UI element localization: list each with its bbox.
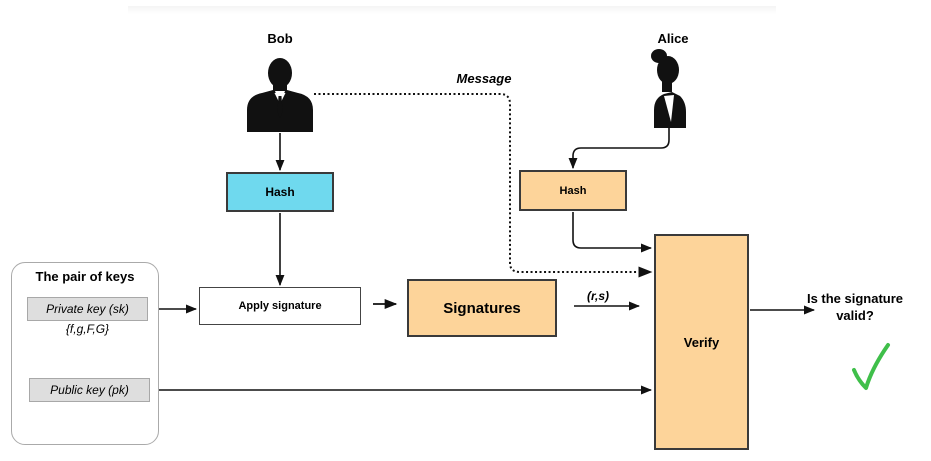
signature-pair-label: (r,s) <box>586 289 609 303</box>
message-dotted-path <box>314 93 653 278</box>
private-key-label: Private key (sk) <box>46 302 129 316</box>
alice-hash-box: Hash <box>519 170 627 211</box>
top-divider-bar <box>128 6 776 14</box>
woman-silhouette-icon <box>651 49 686 128</box>
verify-box: Verify <box>654 234 749 450</box>
businessman-silhouette-icon <box>247 58 313 132</box>
public-key-label: Public key (pk) <box>50 383 129 397</box>
key-pair-title: The pair of keys <box>35 269 135 284</box>
alice-label: Alice <box>657 31 689 46</box>
key-pair-panel <box>11 262 159 445</box>
public-key-box: Public key (pk) <box>29 378 150 402</box>
bob-label: Bob <box>267 31 293 46</box>
bob-hash-label: Hash <box>265 185 295 199</box>
validity-question: Is the signature valid? <box>806 291 904 323</box>
private-key-params: {f,g,F,G} <box>65 322 110 336</box>
verify-label: Verify <box>683 334 720 350</box>
alice-hash-label: Hash <box>559 184 587 197</box>
signatures-box: Signatures <box>407 279 557 337</box>
private-key-box: Private key (sk) <box>27 297 148 321</box>
apply-signature-label: Apply signature <box>238 300 322 312</box>
arrow-alice-to-hash <box>568 128 670 170</box>
arrow-hash-to-verify <box>572 212 653 253</box>
apply-signature-box: Apply signature <box>199 287 361 325</box>
message-label: Message <box>456 71 512 86</box>
signatures-label: Signatures <box>443 299 521 317</box>
bob-hash-box: Hash <box>226 172 334 212</box>
green-checkmark-icon <box>852 343 890 390</box>
